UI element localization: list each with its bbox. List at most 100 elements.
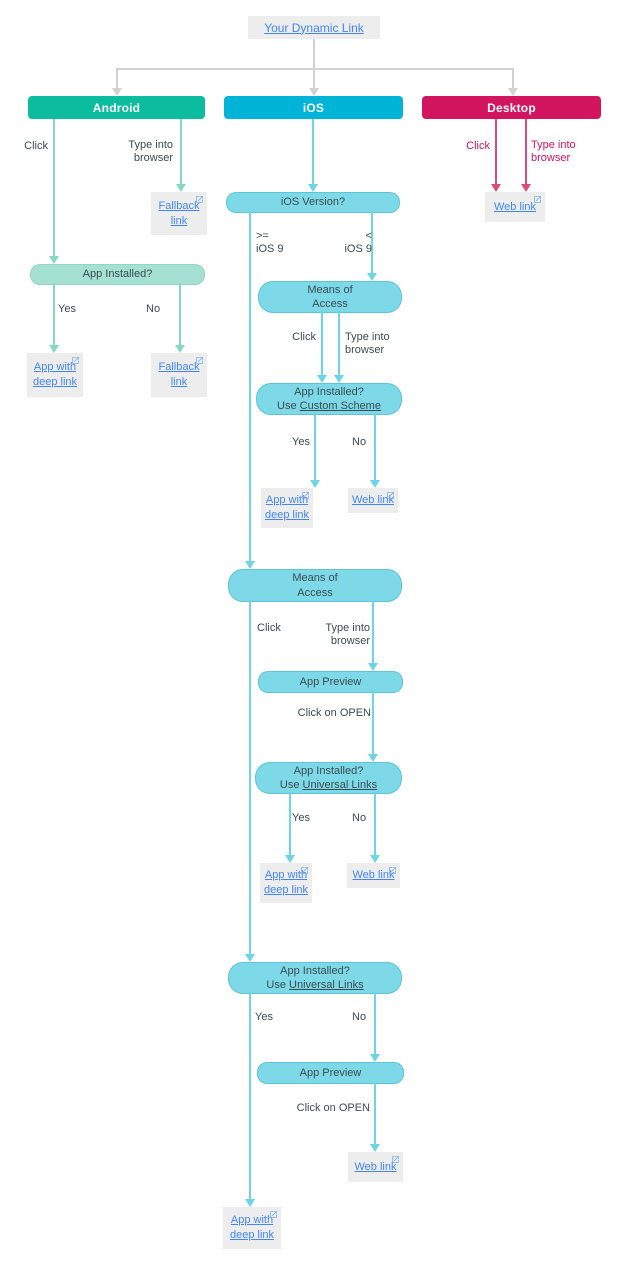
arrowhead (309, 88, 319, 96)
ios-app-deep-link-node-1: App with deep link (261, 488, 313, 528)
ios-yes1-label: Yes (292, 436, 310, 448)
android-fallback-link-node: Fallback link (151, 192, 207, 235)
app-installed-custom-scheme: App Installed? Use Custom Scheme (256, 383, 402, 415)
desktop-web-link[interactable]: Web link (494, 200, 536, 213)
ios-no1-label: No (352, 436, 367, 448)
arrowhead (370, 855, 380, 863)
android-fallback-link-node-2: Fallback link (151, 353, 207, 397)
arrowhead (367, 273, 377, 281)
ios-ge9-label: >=iOS 9 (256, 230, 284, 256)
ios-type1-line (338, 311, 340, 375)
android-header: Android (28, 96, 205, 119)
ios-web-link-node-2: Web link (347, 863, 400, 888)
arrowhead (308, 184, 318, 192)
ios-app-deep-link-node-3: App with deep link (223, 1207, 281, 1249)
connector-line (313, 39, 315, 68)
desktop-click-label: Click (466, 140, 490, 152)
app-installed-universal-links-2: App Installed? Use Universal Links (228, 962, 402, 994)
arrowhead (370, 1054, 380, 1062)
arrowhead (508, 88, 518, 96)
ios-type2-label: Type into browser (325, 622, 370, 648)
ios-yes2-line (289, 792, 291, 855)
ios-type2-line (372, 600, 374, 663)
ios-app-deep-link-2[interactable]: App with deep link (263, 869, 309, 896)
ios-web-link-2[interactable]: Web link (352, 869, 395, 882)
connector-line (512, 68, 514, 88)
ios-app-deep-link-1[interactable]: App with deep link (264, 494, 310, 521)
arrowhead (370, 1144, 380, 1152)
ios-click2-line (249, 600, 251, 954)
external-link-icon (72, 357, 79, 364)
arrowhead (245, 1199, 255, 1207)
ios-web-link-node-1: Web link (348, 488, 398, 513)
root-node: Your Dynamic Link (248, 16, 380, 39)
desktop-type-label: Type into browser (531, 139, 576, 165)
ios-web-link-1[interactable]: Web link (352, 494, 394, 507)
ios-click1-label: Click (292, 331, 316, 343)
arrowhead (368, 663, 378, 671)
means-of-access-1: Means of Access (258, 281, 402, 313)
android-app-installed-pill: App Installed? (30, 264, 205, 285)
external-link-icon (392, 1156, 399, 1163)
ios-yes1-line (314, 413, 316, 480)
connector-line (116, 68, 514, 70)
custom-scheme-link[interactable]: Custom Scheme (299, 400, 381, 412)
ios-no3-label: No (352, 1011, 367, 1023)
ios-open2-line (374, 1082, 376, 1144)
ios-yes3-label: Yes (255, 1011, 273, 1023)
desktop-web-link-node: Web link (485, 192, 545, 222)
external-link-icon (302, 492, 309, 499)
external-link-icon (196, 357, 203, 364)
ios-no3-line (374, 992, 376, 1054)
arrowhead (49, 345, 59, 353)
ios-yes3-line (249, 992, 251, 1199)
arrowhead (491, 184, 501, 192)
arrowhead (317, 375, 327, 383)
ios-app-deep-link-node-2: App with deep link (260, 863, 312, 903)
ios-web-link-3[interactable]: Web link (354, 1160, 397, 1173)
ios-yes2-label: Yes (292, 812, 310, 824)
android-app-deep-link[interactable]: App with deep link (32, 361, 78, 388)
universal-links-link-2[interactable]: Universal Links (289, 979, 364, 991)
arrowhead (175, 345, 185, 353)
desktop-type-line (525, 119, 527, 184)
android-click-label: Click (24, 140, 48, 152)
ios-click2-label: Click (257, 622, 281, 634)
external-link-icon (301, 867, 308, 874)
app-installed-universal-links-1: App Installed? Use Universal Links (255, 762, 402, 794)
arrowhead (285, 855, 295, 863)
ios-lt9-label: <iOS 9 (344, 230, 372, 256)
root-dynamic-link[interactable]: Your Dynamic Link (264, 20, 364, 35)
connector-line (116, 68, 118, 88)
arrowhead (245, 954, 255, 962)
android-yes-line (53, 283, 55, 345)
arrowhead (112, 88, 122, 96)
external-link-icon (387, 492, 394, 499)
android-no-line (179, 283, 181, 345)
android-no-label: No (146, 303, 161, 315)
ios-click1-line (321, 311, 323, 375)
arrowhead (334, 375, 344, 383)
android-yes-label: Yes (58, 303, 76, 315)
android-type-line (180, 119, 182, 184)
universal-links-link-1[interactable]: Universal Links (302, 779, 378, 791)
android-fallback-link[interactable]: Fallback link (158, 199, 200, 227)
ios-app-deep-link-3[interactable]: App with deep link (229, 1214, 275, 1241)
ios-web-link-node-3: Web link (348, 1152, 403, 1182)
desktop-click-line (495, 119, 497, 184)
ios-version-pill: iOS Version? (226, 192, 400, 213)
arrowhead (521, 184, 531, 192)
external-link-icon (196, 196, 203, 203)
android-fallback-link-2[interactable]: Fallback link (158, 361, 200, 388)
arrowhead (176, 184, 186, 192)
means-of-access-2: Means of Access (228, 569, 402, 602)
ios-no2-line (374, 792, 376, 855)
external-link-icon (389, 867, 396, 874)
arrowhead (49, 256, 59, 264)
ios-ge9-line (249, 211, 251, 561)
android-type-label: Type into browser (128, 139, 173, 165)
click-on-open-label-1: Click on OPEN (297, 707, 371, 719)
ios-type1-label: Type into browser (345, 331, 390, 357)
external-link-icon (270, 1211, 277, 1218)
ios-no1-line (374, 413, 376, 480)
